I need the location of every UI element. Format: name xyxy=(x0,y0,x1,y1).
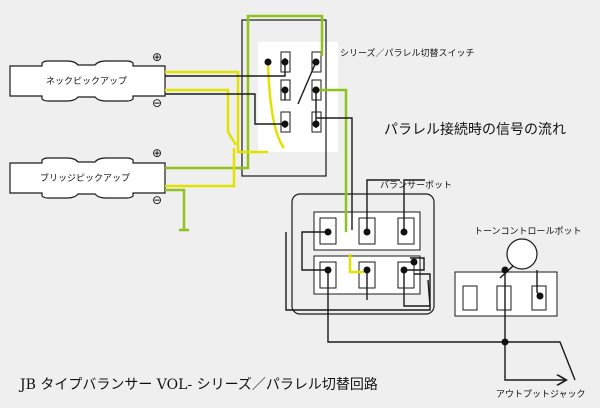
tone-capacitor xyxy=(506,238,538,270)
green-wires xyxy=(165,14,348,232)
switch-label: シリーズ／パラレル切替スイッチ xyxy=(340,49,475,59)
bridge-pickup xyxy=(9,157,166,199)
neck-pickup xyxy=(9,60,166,102)
balancer-pot-outline xyxy=(291,193,435,315)
neck-minus-sign: ⊖ xyxy=(152,96,163,110)
yellow-wires xyxy=(165,61,364,274)
black-wires xyxy=(165,58,576,380)
diagram-title: JB タイプバランサー VOL- シリーズ／パラレル切替回路 xyxy=(20,377,378,393)
switch-outline xyxy=(241,19,327,177)
neck-plus-sign: ⊕ xyxy=(152,50,163,64)
output-jack-label: アウトプットジャック xyxy=(496,390,586,400)
bridge-plus-sign: ⊕ xyxy=(152,146,163,160)
bridge-minus-sign: ⊖ xyxy=(152,193,163,207)
signal-flow-label: パラレル接続時の信号の流れ xyxy=(384,122,566,138)
solder-joints xyxy=(264,58,544,346)
bridge-pickup-label: ブリッジピックアップ xyxy=(40,174,131,184)
tone-pot-label: トーンコントロールポット xyxy=(474,227,582,237)
balancer-pot-label: バランサーポット xyxy=(380,181,453,191)
neck-pickup-label: ネックピックアップ xyxy=(46,77,128,87)
